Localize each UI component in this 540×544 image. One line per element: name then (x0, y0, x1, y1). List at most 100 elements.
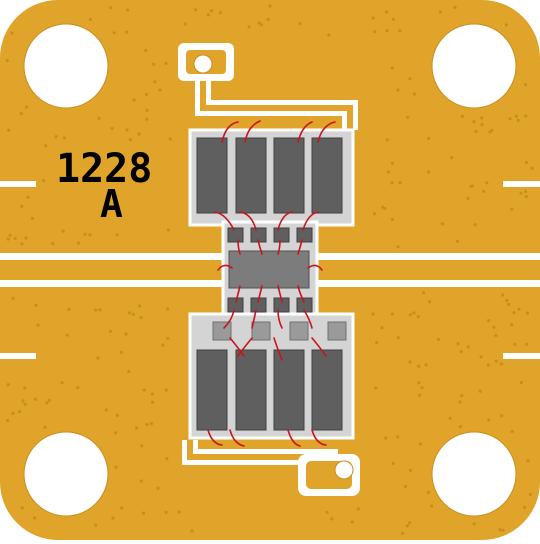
via-dot (45, 401, 49, 405)
via-dot (142, 388, 146, 392)
bottom-grey-pad (327, 321, 347, 341)
via-dot (424, 363, 428, 367)
bond-wire (303, 309, 313, 329)
via-dot (373, 30, 377, 34)
via-dot (386, 170, 390, 174)
mounting-hole-top-right (431, 23, 517, 109)
via-dot (485, 181, 489, 185)
via-dot (33, 397, 38, 401)
bond-wire (297, 121, 313, 143)
via-dot (114, 431, 118, 435)
via-dot (486, 363, 490, 367)
via-dot (298, 22, 302, 26)
via-dot (6, 383, 10, 387)
via-dot (125, 30, 129, 34)
via-dot (390, 312, 394, 316)
via-dot (510, 323, 514, 327)
via-dot (427, 136, 431, 141)
mounting-hole-bottom-right (431, 431, 517, 517)
via-dot (508, 117, 512, 121)
via-dot (111, 516, 115, 520)
bottom-grey-pad (289, 321, 309, 341)
via-dot (83, 232, 87, 236)
via-dot (5, 59, 9, 63)
via-dot (524, 160, 529, 165)
bond-wire (273, 337, 283, 361)
via-dot (428, 300, 432, 304)
via-dot (380, 326, 384, 330)
top-small-pad (273, 227, 290, 243)
via-dot (33, 516, 37, 520)
via-dot (512, 311, 516, 315)
via-dot (61, 229, 65, 233)
bottom-grey-pad (251, 321, 271, 341)
side-mark-left-bottom (0, 353, 36, 359)
top-capacitor (311, 137, 343, 214)
via-dot (514, 114, 519, 118)
via-dot (259, 23, 264, 27)
via-dot (145, 422, 149, 427)
top-small-pad (227, 227, 244, 243)
via-dot (421, 291, 426, 295)
via-dot (145, 92, 149, 96)
via-dot (523, 83, 528, 87)
via-dot (112, 31, 116, 35)
via-dot (7, 128, 11, 132)
bond-wire (229, 337, 245, 357)
via-dot (327, 33, 331, 37)
via-dot (151, 400, 155, 404)
via-dot (510, 207, 514, 211)
via-dot (441, 222, 445, 226)
via-dot (21, 399, 25, 403)
via-dot (525, 311, 530, 315)
via-dots (5, 4, 534, 536)
via-dot (501, 293, 505, 297)
bond-wire (207, 429, 223, 446)
via-dot (412, 311, 416, 315)
via-dot (209, 9, 214, 13)
via-dot (26, 195, 30, 199)
via-dot (396, 435, 400, 439)
via-dot (156, 486, 160, 490)
via-dot (466, 345, 470, 349)
via-dot (492, 325, 496, 329)
bottom-capacitor (196, 349, 228, 431)
via-dot (218, 11, 222, 15)
bond-wire (277, 239, 281, 255)
via-dot (374, 386, 378, 390)
bias-via-bottom (334, 460, 354, 480)
via-dot (375, 341, 379, 345)
rf-gap-right-top (315, 253, 540, 260)
via-dot (517, 307, 521, 311)
via-dot (460, 114, 464, 118)
via-dot (108, 329, 113, 333)
bottom-capacitors (196, 349, 343, 431)
side-mark-left-top (0, 181, 36, 187)
via-dot (23, 402, 27, 406)
via-dot (20, 242, 24, 246)
via-dot (115, 233, 119, 237)
via-dot (416, 315, 420, 319)
top-capacitor (273, 137, 305, 214)
via-dot (166, 336, 170, 340)
via-dot (460, 394, 464, 398)
via-dot (25, 105, 29, 109)
via-dot (168, 137, 172, 141)
via-dot (458, 425, 462, 429)
via-dot (18, 410, 22, 414)
via-dot (10, 31, 14, 35)
via-dot (183, 22, 187, 26)
via-dot (401, 531, 405, 536)
via-dot (385, 29, 389, 33)
via-dot (325, 510, 329, 514)
mounting-hole-bottom-left (23, 431, 109, 517)
rf-gap-right-bottom (315, 280, 540, 287)
via-dot (6, 418, 10, 423)
via-dot (137, 132, 141, 136)
via-dot (501, 528, 505, 532)
via-dot (398, 180, 402, 185)
mmic-chip (228, 250, 310, 289)
bond-wire (311, 429, 327, 446)
via-dot (403, 484, 407, 489)
via-dot (513, 342, 517, 346)
